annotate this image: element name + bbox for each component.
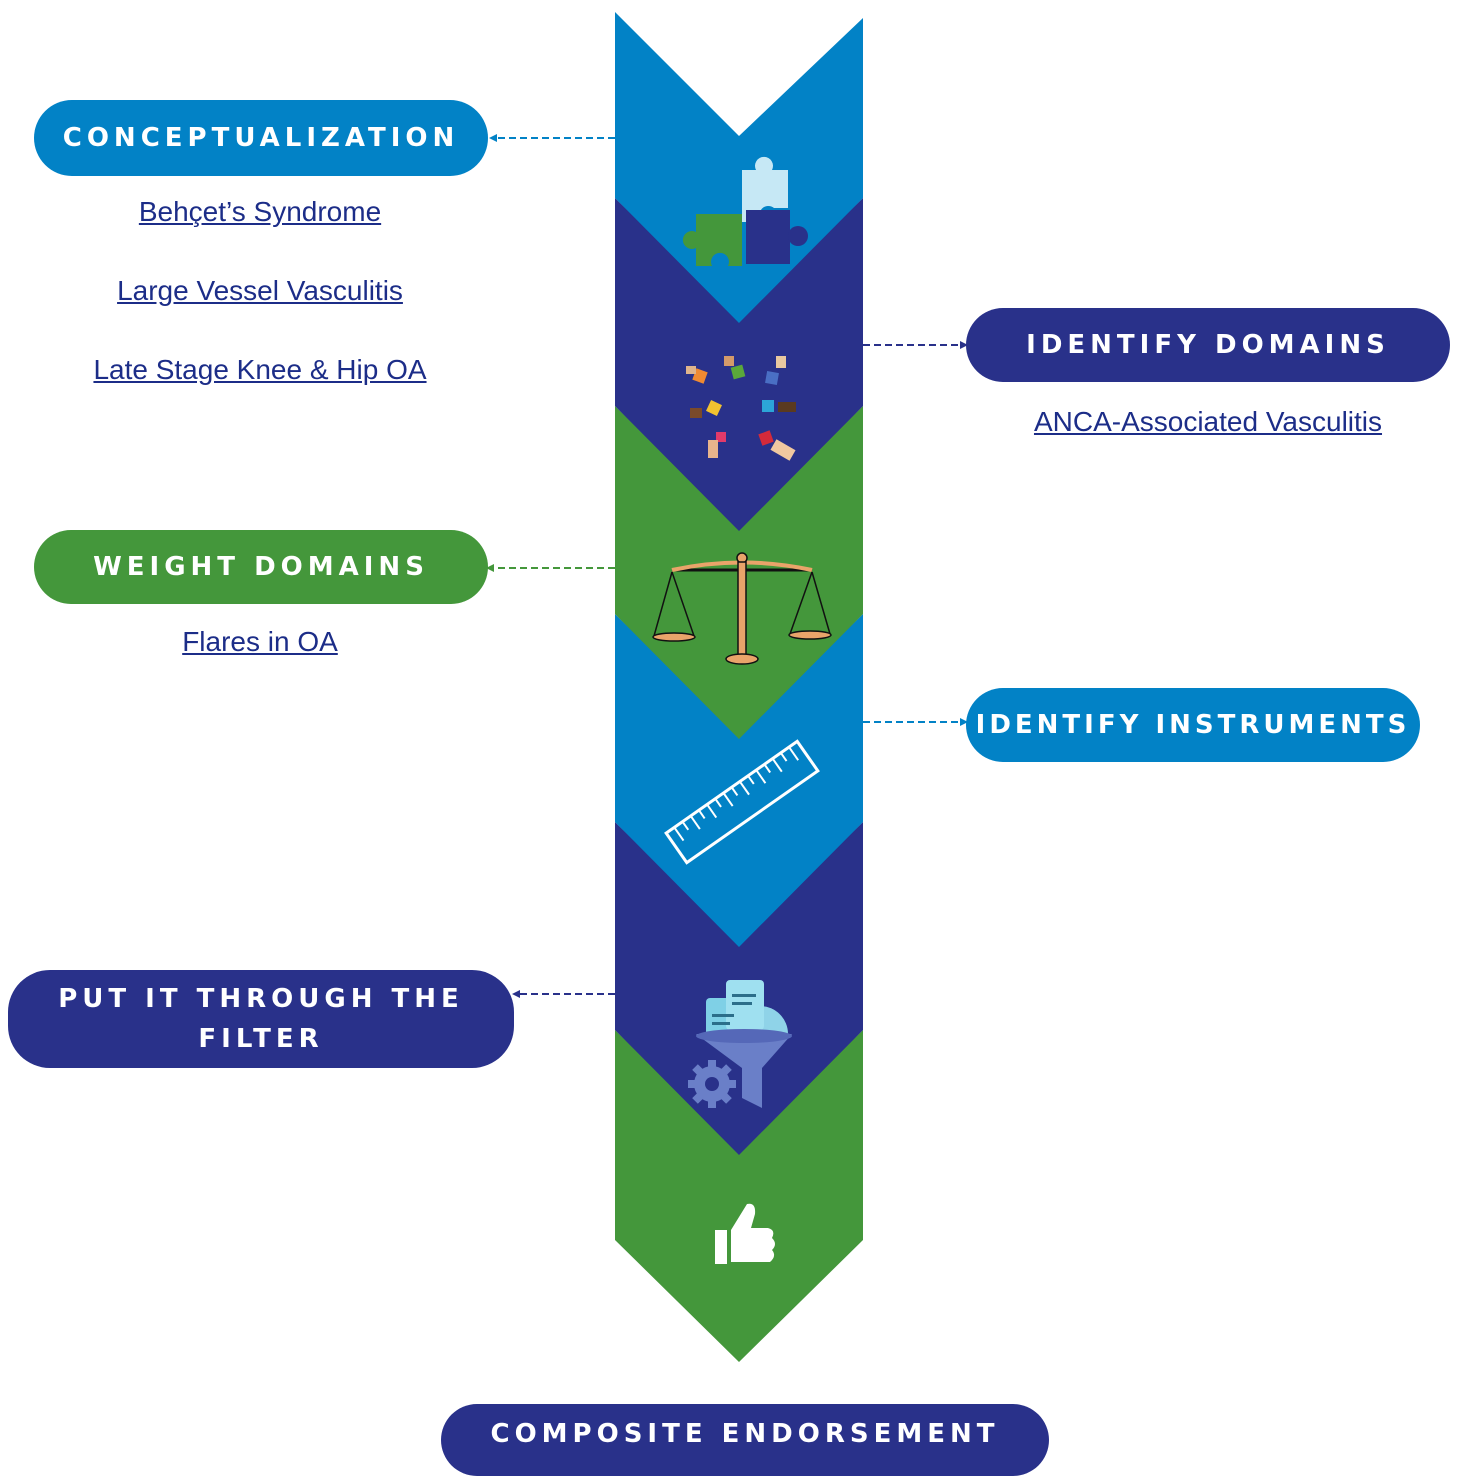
ruler-icon xyxy=(664,739,820,865)
connector-arrowheads xyxy=(486,134,968,998)
hands-holding-puzzle-pieces-icon xyxy=(686,356,796,461)
step-label: WEIGHT DOMAINS xyxy=(93,552,429,582)
link-large-vessel-vasculitis[interactable]: Large Vessel Vasculitis xyxy=(117,275,403,306)
step-identify-instruments[interactable]: IDENTIFY INSTRUMENTS xyxy=(966,688,1420,762)
puzzle-pieces-icon xyxy=(682,156,808,266)
thumbs-up-icon xyxy=(715,1203,775,1264)
connectors xyxy=(492,137,962,995)
step-composite-endorsement[interactable]: COMPOSITE ENDORSEMENT xyxy=(441,1404,1049,1476)
link-late-stage-knee-hip-oa[interactable]: Late Stage Knee & Hip OA xyxy=(93,354,427,385)
chevron-segment-thumbs xyxy=(615,1030,863,1362)
step-label: COMPOSITE ENDORSEMENT xyxy=(490,1419,1000,1449)
balance-scale-icon xyxy=(652,552,832,665)
chevron-segment-hands xyxy=(615,198,863,531)
link-anca-associated-vasculitis[interactable]: ANCA-Associated Vasculitis xyxy=(1033,406,1383,437)
step-conceptualization[interactable]: CONCEPTUALIZATION xyxy=(34,100,488,176)
arrowhead-icon xyxy=(960,341,968,349)
step-label: IDENTIFY INSTRUMENTS xyxy=(975,710,1411,740)
step-label: IDENTIFY DOMAINS xyxy=(1026,330,1390,360)
step-put-it-through-the-filter[interactable]: PUT IT THROUGH THE FILTER xyxy=(8,970,514,1068)
arrowhead-icon xyxy=(486,564,494,572)
step-label: PUT IT THROUGH THE FILTER xyxy=(58,984,464,1054)
link-flares-in-oa[interactable]: Flares in OA xyxy=(182,626,338,657)
step-label: CONCEPTUALIZATION xyxy=(62,123,460,153)
link-behcets-syndrome[interactable]: Behçet’s Syndrome xyxy=(138,196,382,227)
arrowhead-icon xyxy=(489,134,497,142)
documents-funnel-gear-icon xyxy=(688,980,792,1108)
arrowhead-icon xyxy=(960,718,968,726)
step-weight-domains[interactable]: WEIGHT DOMAINS xyxy=(34,530,488,604)
step-identify-domains[interactable]: IDENTIFY DOMAINS xyxy=(966,308,1450,382)
arrowhead-icon xyxy=(512,990,520,998)
